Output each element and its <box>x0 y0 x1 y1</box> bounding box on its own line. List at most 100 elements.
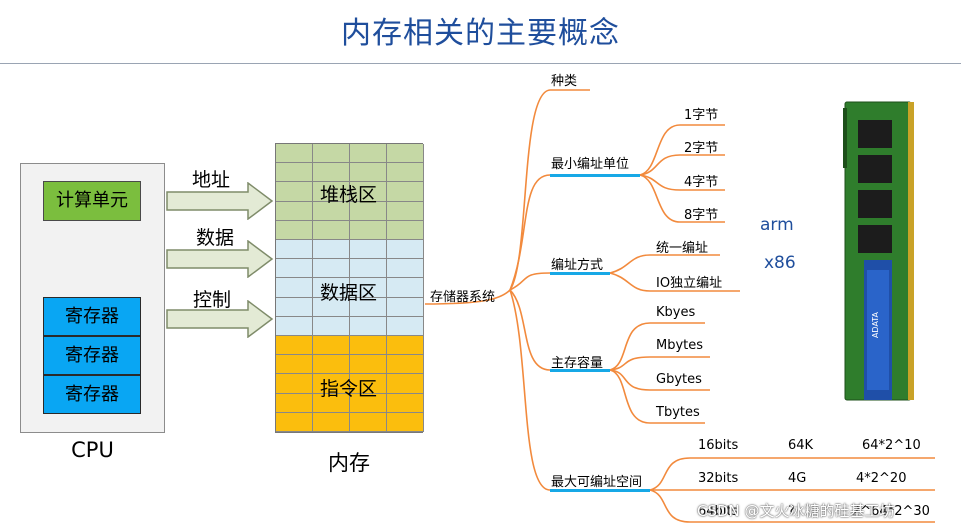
compute-unit: 计算单元 <box>43 181 141 221</box>
memory-cell <box>387 355 424 375</box>
memory-cell <box>276 182 313 202</box>
leaf-kbytes: Kbyes <box>656 305 696 320</box>
row64-size: ? <box>788 504 795 519</box>
memory-cell <box>276 316 313 336</box>
memory-cell <box>350 355 387 375</box>
memory-cell <box>387 374 424 394</box>
row16-expr: 64*2^10 <box>862 438 921 453</box>
memory-cell <box>313 393 350 413</box>
memory-cell <box>313 182 350 202</box>
leaf-gbytes: Gbytes <box>656 372 702 387</box>
memory-cell <box>387 163 424 183</box>
memory-cell <box>350 316 387 336</box>
memory-cell <box>387 240 424 260</box>
leaf-1byte: 1字节 <box>684 108 719 123</box>
memory-cell <box>313 201 350 221</box>
memory-cell <box>313 336 350 356</box>
node-addressing-bar <box>550 272 610 275</box>
address-bus-label: 地址 <box>192 169 231 191</box>
memory-cell <box>350 412 387 432</box>
row64-bits: 64bits <box>698 504 739 519</box>
memory-cell <box>276 355 313 375</box>
memory-cell <box>276 240 313 260</box>
memory-cell <box>387 316 424 336</box>
memory-cell <box>350 374 387 394</box>
svg-text:ADATA: ADATA <box>871 311 880 338</box>
memory-cell <box>387 220 424 240</box>
memory-cell <box>387 144 424 164</box>
watermark: CSDN @文火冰糖的硅基工坊 <box>697 502 895 520</box>
address-bus-arrow <box>166 182 274 220</box>
memory-cell <box>313 316 350 336</box>
register-3: 寄存器 <box>43 375 141 414</box>
mindmap-root: 存储器系统 <box>430 290 496 305</box>
memory-cell <box>276 278 313 298</box>
control-bus-arrow <box>166 300 274 338</box>
memory-cell <box>350 278 387 298</box>
row64-expr: 2^64*2^30 <box>852 504 930 519</box>
memory-cell <box>276 336 313 356</box>
memory-cell <box>387 336 424 356</box>
row32-expr: 4*2^20 <box>856 471 907 486</box>
memory-cell <box>387 182 424 202</box>
memory-cell <box>350 393 387 413</box>
ram-module-image: ADATA <box>843 101 914 401</box>
node-max-space: 最大可编址空间 <box>551 475 643 490</box>
memory-cell <box>276 220 313 240</box>
stack-region-label: 堆栈区 <box>320 184 378 206</box>
memory-label: 内存 <box>328 451 370 475</box>
memory-cell <box>387 259 424 279</box>
memory-cell <box>313 355 350 375</box>
row32-bits: 32bits <box>698 471 739 486</box>
memory-cell <box>350 240 387 260</box>
leaf-io-independent: IO独立编址 <box>656 276 723 291</box>
control-bus-label: 控制 <box>193 289 232 311</box>
memory-cell <box>350 163 387 183</box>
arch-arm: arm <box>760 215 794 235</box>
memory-cell <box>276 393 313 413</box>
node-max-space-bar <box>550 489 650 492</box>
memory-cell <box>350 144 387 164</box>
node-min-unit-bar <box>550 174 640 177</box>
node-capacity: 主存容量 <box>551 356 604 371</box>
register-1: 寄存器 <box>43 297 141 336</box>
data-bus-label: 数据 <box>196 227 235 249</box>
data-bus-arrow <box>166 240 274 278</box>
leaf-unified: 统一编址 <box>656 241 709 256</box>
memory-cell <box>276 201 313 221</box>
memory-cell <box>313 297 350 317</box>
memory-cell <box>387 393 424 413</box>
memory-cell <box>313 374 350 394</box>
memory-cell <box>313 163 350 183</box>
page-title: 内存相关的主要概念 <box>341 16 620 51</box>
memory-cell <box>387 201 424 221</box>
memory-cell <box>313 259 350 279</box>
memory-cell <box>313 412 350 432</box>
code-region-label: 指令区 <box>320 378 378 400</box>
memory-cell <box>387 278 424 298</box>
memory-cell <box>313 278 350 298</box>
memory-cell <box>313 220 350 240</box>
memory-cell <box>276 163 313 183</box>
node-addressing: 编址方式 <box>551 258 604 273</box>
memory-cell <box>350 201 387 221</box>
memory-cell <box>350 182 387 202</box>
leaf-4byte: 4字节 <box>684 175 719 190</box>
node-min-unit: 最小编址单位 <box>551 157 630 172</box>
memory-grid <box>275 143 424 433</box>
memory-cell <box>276 144 313 164</box>
memory-cell <box>313 144 350 164</box>
memory-cell <box>276 259 313 279</box>
memory-cell <box>276 412 313 432</box>
memory-cell <box>350 297 387 317</box>
title-divider <box>0 63 961 64</box>
memory-cell <box>387 412 424 432</box>
memory-cell <box>350 336 387 356</box>
data-region-label: 数据区 <box>320 282 378 304</box>
leaf-8byte: 8字节 <box>684 208 719 223</box>
node-kind: 种类 <box>551 74 578 89</box>
memory-cell <box>276 297 313 317</box>
memory-cell <box>350 220 387 240</box>
memory-cell <box>387 297 424 317</box>
